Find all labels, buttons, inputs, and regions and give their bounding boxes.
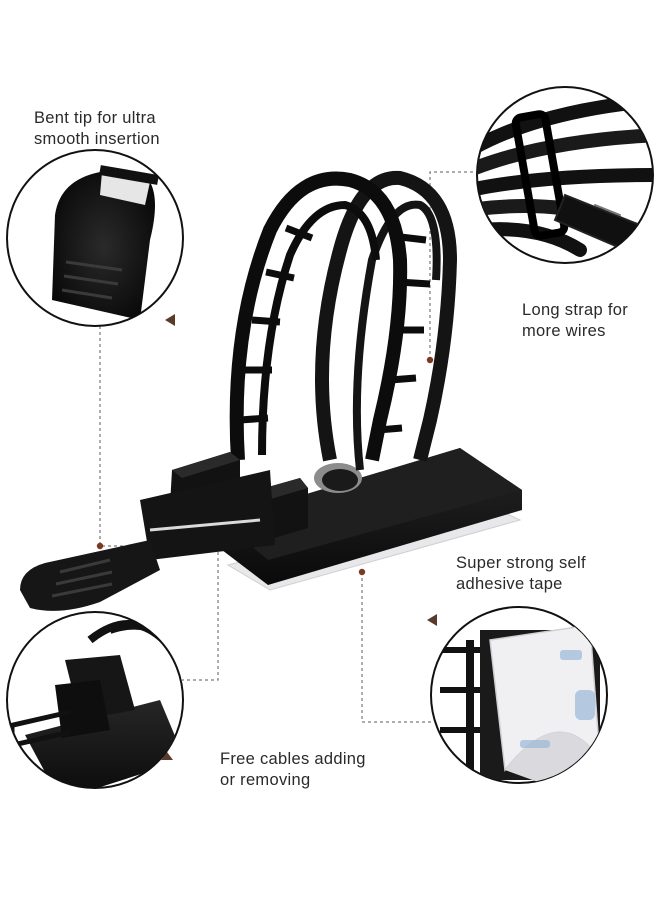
marker-dot: [96, 542, 104, 550]
label-adhesive-tape-line2: adhesive tape: [456, 575, 563, 593]
guide-line-bent-tip: [99, 326, 136, 547]
cable-clip-product: [20, 170, 522, 611]
label-free-cables-line1: Free cables adding: [220, 750, 366, 768]
label-bent-tip-line2: smooth insertion: [34, 130, 160, 148]
label-long-strap: Long strap for more wires: [522, 300, 628, 342]
label-long-strap-line2: more wires: [522, 322, 606, 340]
label-adhesive-tape-line1: Super strong self: [456, 554, 586, 572]
detail-circle-free-cables: [6, 611, 184, 789]
label-bent-tip: Bent tip for ultra smooth insertion: [34, 108, 160, 150]
strap-rungs: [239, 224, 431, 434]
guide-line-free-cables: [182, 522, 219, 681]
detail-circle-bent-tip: [6, 149, 184, 327]
detail-circle-long-strap: [476, 86, 654, 264]
label-free-cables-line2: or removing: [220, 771, 311, 789]
label-adhesive-tape: Super strong self adhesive tape: [456, 553, 586, 595]
guide-lines: [99, 171, 478, 723]
marker-dot: [358, 568, 366, 576]
guide-line-adhesive-tape: [361, 572, 434, 723]
detail-circle-adhesive-tape: [430, 606, 608, 784]
label-bent-tip-line1: Bent tip for ultra: [34, 109, 156, 127]
guide-line-long-strap: [429, 171, 478, 360]
label-long-strap-line1: Long strap for: [522, 301, 629, 319]
marker-dot: [426, 356, 434, 364]
label-free-cables: Free cables adding or removing: [220, 749, 366, 791]
